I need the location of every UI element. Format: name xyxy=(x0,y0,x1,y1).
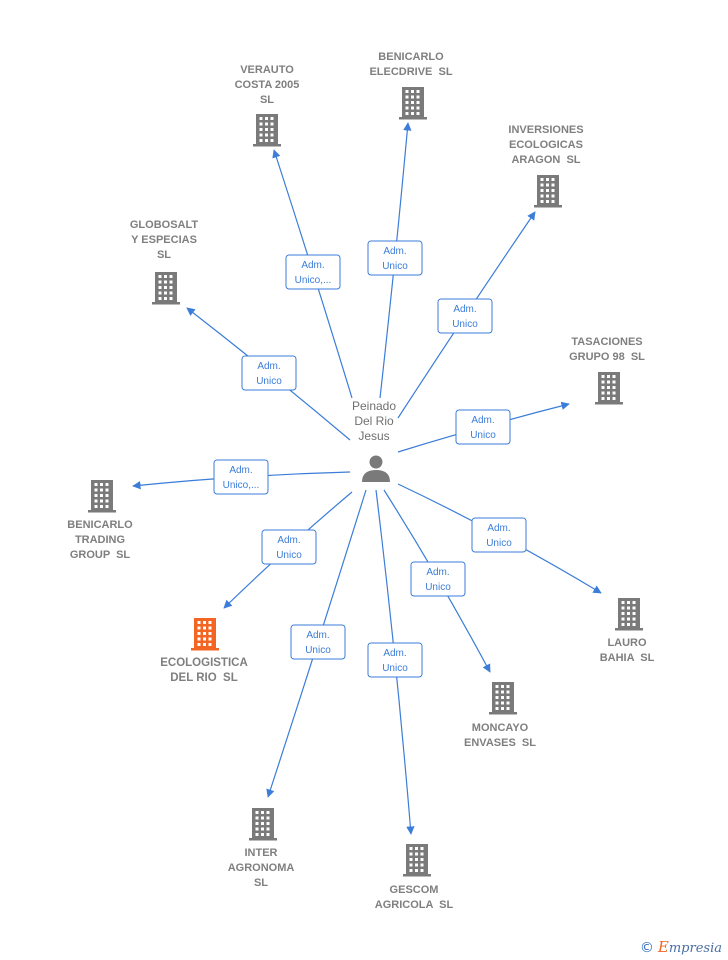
role-badge[interactable]: Adm. Unico,... xyxy=(285,254,341,290)
company-name-line: ARAGON SL xyxy=(511,154,580,166)
building-icon xyxy=(615,598,643,631)
role-text: Adm. xyxy=(306,630,329,641)
role-text: Unico,... xyxy=(295,275,332,286)
role-text: Adm. xyxy=(426,567,449,578)
role-text: Unico xyxy=(470,430,496,441)
company-name-line: SL xyxy=(260,94,274,106)
role-badge[interactable]: Adm. Unico xyxy=(455,409,511,445)
role-badge[interactable]: Adm. Unico xyxy=(261,529,317,565)
role-text: Adm. xyxy=(471,415,494,426)
company-name-line: VERAUTO xyxy=(240,64,294,76)
building-icon xyxy=(489,682,517,715)
company-node-tasaciones[interactable]: TASACIONES GRUPO 98 SL xyxy=(569,336,645,405)
company-name-line: BAHIA SL xyxy=(600,652,655,664)
role-text: Adm. xyxy=(277,535,300,546)
person-name-line: Peinado xyxy=(352,399,396,413)
role-badge[interactable]: Adm. Unico,... xyxy=(213,459,269,495)
company-name-line: GROUP SL xyxy=(70,549,131,561)
role-text: Unico xyxy=(486,538,512,549)
role-text: Unico xyxy=(256,376,282,387)
company-name-line: TRADING xyxy=(75,534,125,546)
role-text: Unico xyxy=(425,582,451,593)
company-node-benicarlo-trading[interactable]: BENICARLO TRADING GROUP SL xyxy=(67,480,133,561)
company-name-line: SL xyxy=(157,249,171,261)
company-name-line: ECOLOGICAS xyxy=(509,139,583,151)
brand-initial: E xyxy=(657,938,669,956)
company-node-lauro[interactable]: LAURO BAHIA SL xyxy=(600,598,655,664)
role-badge[interactable]: Adm. Unico xyxy=(471,517,527,553)
company-name-line: DEL RIO SL xyxy=(170,672,238,684)
company-name-line: ELECDRIVE SL xyxy=(369,66,452,78)
building-icon xyxy=(152,272,180,305)
role-text: Adm. xyxy=(487,523,510,534)
company-node-inversiones[interactable]: INVERSIONES ECOLOGICAS ARAGON SL xyxy=(508,124,584,208)
role-badge[interactable]: Adm. Unico xyxy=(410,561,466,597)
building-icon xyxy=(534,175,562,208)
role-text: Adm. xyxy=(383,246,406,257)
company-name-line: BENICARLO xyxy=(67,519,133,531)
role-text: Unico,... xyxy=(223,480,260,491)
person-name-line: Del Rio xyxy=(354,414,394,428)
building-icon xyxy=(595,372,623,405)
role-badge[interactable]: Adm. Unico xyxy=(241,355,297,391)
role-badge[interactable]: Adm. Unico xyxy=(367,642,423,678)
role-text: Unico xyxy=(452,319,478,330)
company-name-line: MONCAYO xyxy=(472,722,529,734)
company-name-line: ENVASES SL xyxy=(464,737,536,749)
company-name-line: GRUPO 98 SL xyxy=(569,351,645,363)
building-icon xyxy=(253,114,281,147)
role-text: Unico xyxy=(305,645,331,656)
building-icon xyxy=(403,844,431,877)
company-name-line: ECOLOGISTICA xyxy=(160,657,248,669)
company-name-line: TASACIONES xyxy=(571,336,642,348)
company-node-gescom[interactable]: GESCOM AGRICOLA SL xyxy=(375,844,454,911)
company-name-line: INTER xyxy=(245,847,278,859)
role-text: Adm. xyxy=(301,260,324,271)
person-name-line: Jesus xyxy=(358,429,389,443)
company-node-globosalt[interactable]: GLOBOSALT Y ESPECIAS SL xyxy=(130,219,199,305)
role-text: Unico xyxy=(276,550,302,561)
copyright-icon: © xyxy=(639,940,654,956)
company-node-benicarlo-elecdrive[interactable]: BENICARLO ELECDRIVE SL xyxy=(369,51,453,120)
building-icon xyxy=(88,480,116,513)
role-text: Unico xyxy=(382,261,408,272)
building-icon xyxy=(399,87,427,120)
company-name-line: Y ESPECIAS xyxy=(131,234,197,246)
company-name-line: GESCOM xyxy=(390,884,439,896)
company-name-line: GLOBOSALT xyxy=(130,219,199,231)
role-text: Adm. xyxy=(229,465,252,476)
role-badge[interactable]: Adm. Unico xyxy=(367,240,423,276)
brand-name: mpresia xyxy=(668,941,722,956)
company-name-line: LAURO xyxy=(607,637,647,649)
person-icon xyxy=(362,455,390,482)
company-node-inter[interactable]: INTER AGRONOMA SL xyxy=(228,808,295,889)
role-text: Adm. xyxy=(257,361,280,372)
role-text: Adm. xyxy=(453,304,476,315)
company-name-line: AGRICOLA SL xyxy=(375,899,454,911)
role-badge[interactable]: Adm. Unico xyxy=(437,298,493,334)
company-name-line: BENICARLO xyxy=(378,51,444,63)
building-icon xyxy=(249,808,277,841)
role-text: Unico xyxy=(382,663,408,674)
company-name-line: COSTA 2005 xyxy=(235,79,300,91)
company-name-line: INVERSIONES xyxy=(508,124,583,136)
role-badge[interactable]: Adm. Unico xyxy=(290,624,346,660)
role-text: Adm. xyxy=(383,648,406,659)
building-icon xyxy=(191,618,219,651)
company-node-ecologistica[interactable]: ECOLOGISTICA DEL RIO SL xyxy=(160,618,248,684)
brand-watermark: ©Empresia xyxy=(640,938,722,956)
company-name-line: AGRONOMA xyxy=(228,862,295,874)
person-node[interactable]: Peinado Del Rio Jesus xyxy=(352,399,396,482)
company-name-line: SL xyxy=(254,877,268,889)
company-node-moncayo[interactable]: MONCAYO ENVASES SL xyxy=(464,682,536,749)
